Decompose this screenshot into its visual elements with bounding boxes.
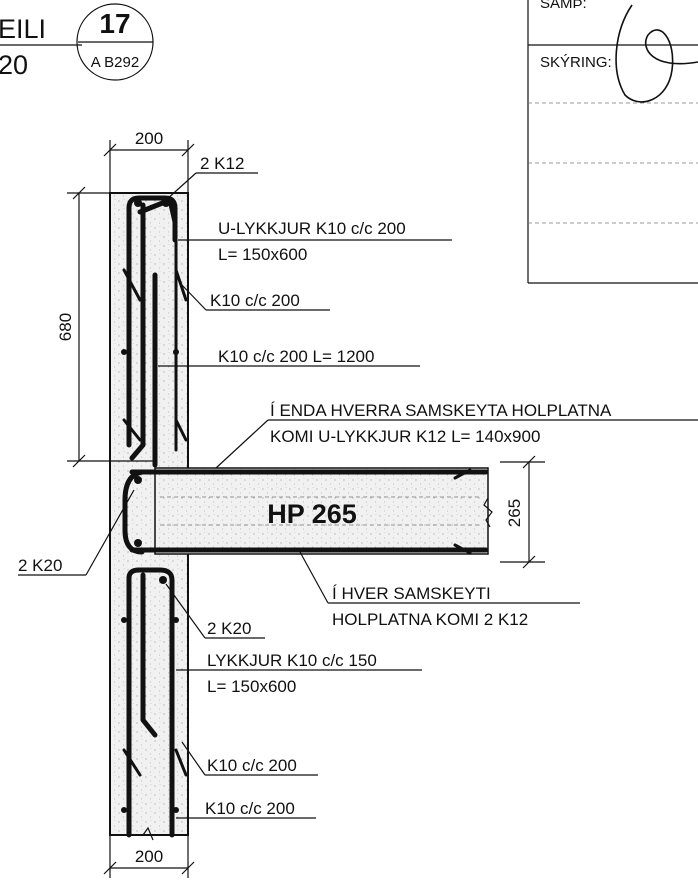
upper-vertical-left — [129, 202, 146, 461]
callout-top-bars: 2 K12 — [200, 154, 244, 173]
callout-stirrups-lower-2: K10 c/c 200 — [205, 799, 295, 818]
lower-u-loop — [126, 567, 175, 838]
callout-vertical-upper: K10 c/c 200 L= 1200 — [218, 347, 374, 366]
top-hook — [137, 197, 178, 225]
detail-ref: A B292 — [91, 54, 139, 71]
slab-label: HP 265 — [267, 499, 357, 529]
callout-joint-each-line2: HOLPLATNA KOMI 2 K12 — [332, 610, 528, 629]
title-block: EILI 20 17 A B292 — [0, 3, 154, 81]
lower-vertical — [140, 572, 158, 738]
samp-label: SAMÞ: — [540, 0, 587, 12]
callout-u-loop-line2: L= 150x600 — [218, 245, 307, 264]
callout-u-loop-line1: U-LYKKJUR K10 c/c 200 — [218, 219, 406, 238]
callout-loop-lower-line1: LYKKJUR K10 c/c 150 — [207, 651, 377, 670]
callout-loop-lower-line2: L= 150x600 — [207, 677, 296, 696]
callout-bars-lower: 2 K20 — [207, 619, 251, 638]
hollowcore-slab — [154, 467, 489, 555]
callout-stirrups-upper: K10 c/c 200 — [210, 291, 300, 310]
detail-number: 17 — [99, 8, 130, 39]
top-u-loop — [126, 195, 178, 448]
dim-height-upper: 680 — [56, 313, 75, 341]
dimensions: 200 680 265 200 — [56, 129, 545, 878]
callouts: 2 K12 U-LYKKJUR K10 c/c 200 L= 150x600 K… — [18, 154, 698, 819]
dim-wall-width-top: 200 — [135, 129, 163, 148]
skyring-label: SKÝRING: — [540, 54, 612, 71]
reinforcement-bars — [121, 195, 489, 838]
sheet-scale: 20 — [0, 50, 28, 80]
callout-joint-each-line1: Í HVER SAMSKEYTI — [332, 584, 491, 603]
callout-joint-end-line1: Í ENDA HVERRA SAMSKEYTA HOLPLATNA — [270, 401, 612, 420]
signature-mark — [615, 4, 698, 103]
callout-stirrups-lower-1: K10 c/c 200 — [207, 756, 297, 775]
sheet-word: EILI — [0, 14, 46, 44]
junction-loop — [122, 469, 145, 555]
dim-wall-width-bottom: 200 — [135, 847, 163, 866]
slab-break-mark — [483, 497, 493, 528]
callout-joint-end-line2: KOMI U-LYKKJUR K12 L= 140x900 — [270, 427, 540, 446]
dim-slab-depth: 265 — [505, 499, 524, 527]
callout-bars-left: 2 K20 — [18, 556, 62, 575]
revision-box: SAMÞ: SKÝRING: — [527, 0, 698, 284]
